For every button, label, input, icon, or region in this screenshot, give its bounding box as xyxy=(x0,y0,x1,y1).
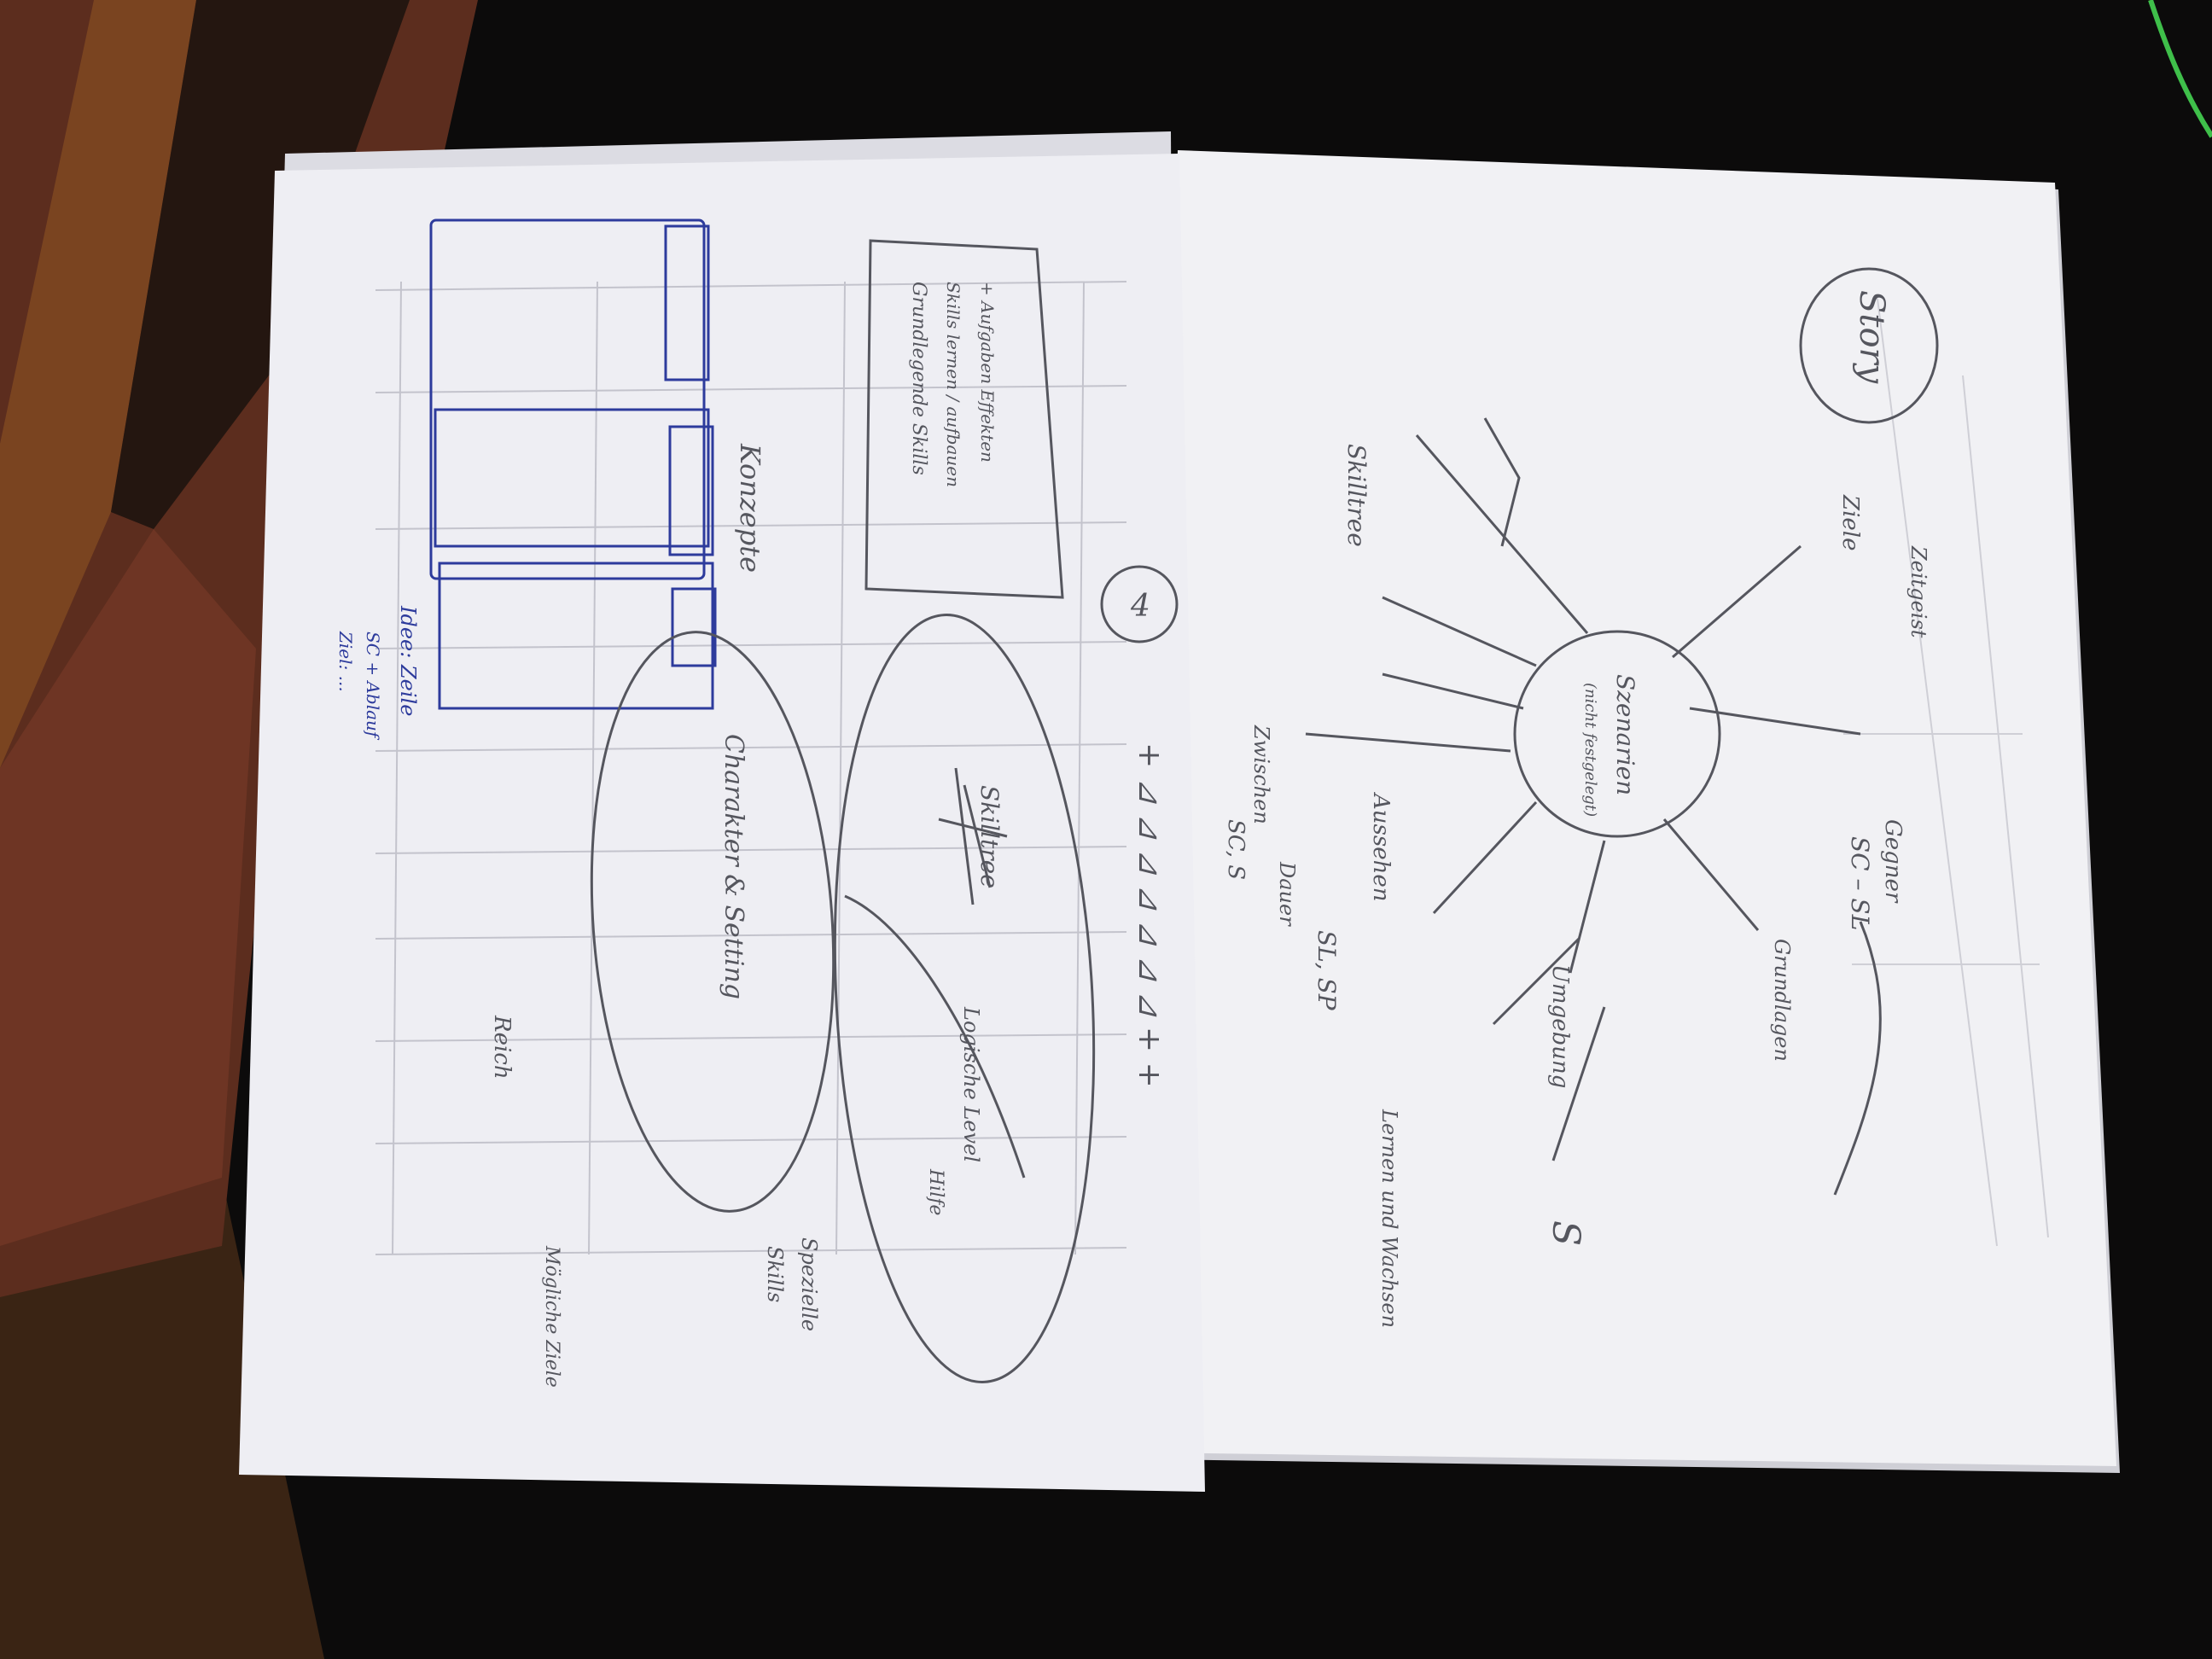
right-labels: Story Szenarien (nicht festgelegt) Skill… xyxy=(1223,290,1930,1328)
spoke-1: Ziele xyxy=(1837,494,1863,550)
spoke-5: Grundlagen xyxy=(1770,939,1794,1062)
arrow-sequence: + ⊿ ⊿ ⊿ ⊿ ⊿ ⊿ ⊿ + + xyxy=(1132,742,1167,1088)
lower-notes-1: Reich xyxy=(489,1015,515,1080)
story-circle xyxy=(1799,267,1939,424)
green-cable xyxy=(2148,0,2212,138)
right-oval xyxy=(833,614,1096,1383)
blue-notes: Idee: Zeile SC + Ablauf Ziel: ... xyxy=(335,605,420,741)
box-line2: Skills lernen / aufbauen xyxy=(943,282,963,487)
tree-scribble xyxy=(938,767,1008,905)
bottom-word-1: Spezielle xyxy=(797,1237,821,1331)
left-faint-grid xyxy=(375,281,1127,1255)
oval-label: Charakter & Setting xyxy=(719,734,748,999)
blue-note-1: Idee: Zeile xyxy=(396,605,420,716)
character-oval xyxy=(590,631,835,1213)
blue-box-6 xyxy=(671,587,717,667)
spoke-3: Gegner xyxy=(1880,819,1906,904)
right-sheet xyxy=(1149,150,2116,1466)
box-line3: + Aufgaben Effekten xyxy=(977,282,998,463)
scribble-1 xyxy=(1483,417,1521,547)
right-words-2: Hilfe xyxy=(925,1168,946,1215)
wood-plank xyxy=(0,1178,324,1659)
blue-box-4 xyxy=(664,224,710,381)
center-sub: (nicht festgelegt) xyxy=(1581,683,1599,817)
bottom-word-2: Skills xyxy=(763,1246,787,1302)
right-words-1: Logische Level xyxy=(959,1006,983,1162)
spoke-7: Aussehen xyxy=(1368,792,1394,901)
blue-note-3: Ziel: ... xyxy=(335,631,356,692)
strike-line xyxy=(844,894,1026,1179)
box-heading: Grundlegende Skills xyxy=(908,282,929,475)
spoke-12: SC, S xyxy=(1223,819,1249,880)
spoke-11: Lernen und Wachsen xyxy=(1377,1109,1401,1328)
center-node xyxy=(1513,630,1721,838)
blue-box-1 xyxy=(429,218,706,580)
lower-notes-2: Mögliche Ziele xyxy=(541,1245,562,1388)
circled-number xyxy=(1100,565,1179,643)
spoke-2: Zeitgeist xyxy=(1906,545,1930,638)
wood-beam xyxy=(0,0,196,768)
scribble-2 xyxy=(1833,921,1882,1196)
right-faint-grid xyxy=(1843,298,2049,1247)
mind-map xyxy=(1305,267,1939,1196)
spoke-4: SC – SL xyxy=(1846,836,1874,930)
crossed-word: Skilltree xyxy=(975,785,1004,888)
left-sheet xyxy=(239,154,1205,1492)
tile-lower-left xyxy=(0,529,256,1246)
skills-box xyxy=(864,239,1064,599)
spoke-0: Skilltree xyxy=(1342,444,1371,547)
center-label: Szenarien xyxy=(1611,674,1639,795)
header-label: Konzepte xyxy=(734,443,766,573)
bottom-s: S xyxy=(1544,1220,1587,1246)
circled-number-text: 4 xyxy=(1130,589,1150,624)
blue-note-2: SC + Ablauf xyxy=(363,632,383,741)
blue-box-5 xyxy=(668,425,714,556)
wood-beam-dark xyxy=(111,0,410,529)
spoke-8: Zwischen xyxy=(1249,725,1273,824)
story-label: Story xyxy=(1852,290,1891,385)
spoke-10: Dauer xyxy=(1275,861,1299,927)
spoke-9: SL, SP xyxy=(1313,930,1341,1011)
spoke-6: Umgebung xyxy=(1547,964,1573,1088)
pencil-sketch-left xyxy=(590,239,1179,1383)
blue-box-2 xyxy=(434,408,710,548)
left-labels: 4 Konzepte Grundlegende Skills Skills le… xyxy=(489,282,1167,1388)
